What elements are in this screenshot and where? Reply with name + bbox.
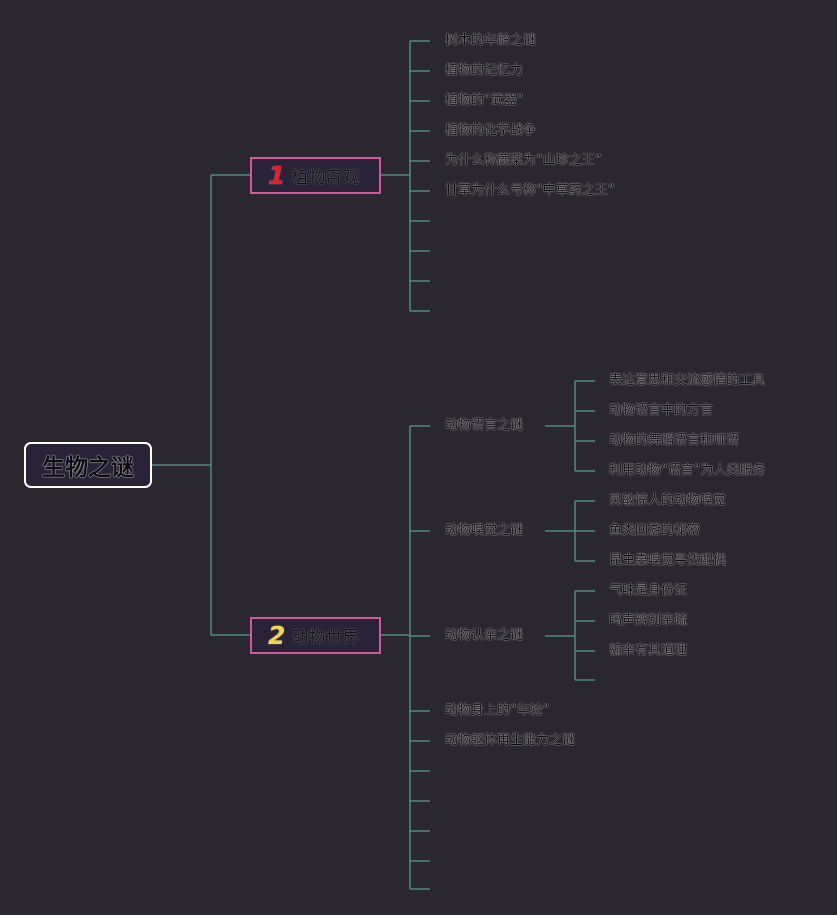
leaf-node[interactable]: 利用动物“语言”为人类服务 xyxy=(609,463,766,478)
branch-number: 1 xyxy=(268,161,286,190)
leaf-node[interactable]: 为什么称蕨菜为“山珍之王” xyxy=(445,153,602,168)
branch-label: 动物世界 xyxy=(291,628,360,648)
leaf-node[interactable]: 气味是身份证 xyxy=(609,583,688,598)
subtopic-node[interactable]: 动物嗅觉之谜 xyxy=(445,523,524,538)
leaf-node[interactable]: 甘草为什么号称“中草药之王” xyxy=(445,183,615,198)
leaf-node[interactable]: 表达意思和交流感情的工具 xyxy=(609,373,766,388)
leaf-node[interactable]: 灵敏惊人的动物嗅觉 xyxy=(609,493,727,508)
leaf-node[interactable]: 植物的“武器” xyxy=(445,93,524,108)
leaf-node[interactable]: 昆虫靠嗅觉寻找配偶 xyxy=(609,553,727,568)
leaf-node[interactable]: 鸣声辨别亲疏 xyxy=(609,613,688,628)
leaf-node[interactable]: 树木的年龄之谜 xyxy=(445,33,537,48)
branch-animals[interactable]: 2 动物世界 xyxy=(250,617,381,654)
leaf-node[interactable]: 植物的化学战争 xyxy=(445,123,537,138)
branch-number: 2 xyxy=(268,621,286,650)
root-node[interactable]: 生物之谜 xyxy=(24,442,152,488)
leaf-node[interactable]: 鱼类回游的秘密 xyxy=(609,523,701,538)
subtopic-node[interactable]: 动物语言之谜 xyxy=(445,418,524,433)
subtopic-node[interactable]: 动物躯体再生能力之谜 xyxy=(445,733,576,748)
leaf-node[interactable]: 动物的舞蹈语言和哑语 xyxy=(609,433,740,448)
subtopic-node[interactable]: 动物身上的“年轮” xyxy=(445,703,550,718)
branch-label: 植物奇观 xyxy=(291,168,360,188)
subtopic-node[interactable]: 动物认亲之谜 xyxy=(445,628,524,643)
branch-plants[interactable]: 1 植物奇观 xyxy=(250,157,381,194)
leaf-node[interactable]: 动物语言中的方言 xyxy=(609,403,714,418)
leaf-node[interactable]: 骗亲有其道理 xyxy=(609,643,688,658)
leaf-node[interactable]: 植物的记忆力 xyxy=(445,63,524,78)
root-label: 生物之谜 xyxy=(42,455,134,481)
